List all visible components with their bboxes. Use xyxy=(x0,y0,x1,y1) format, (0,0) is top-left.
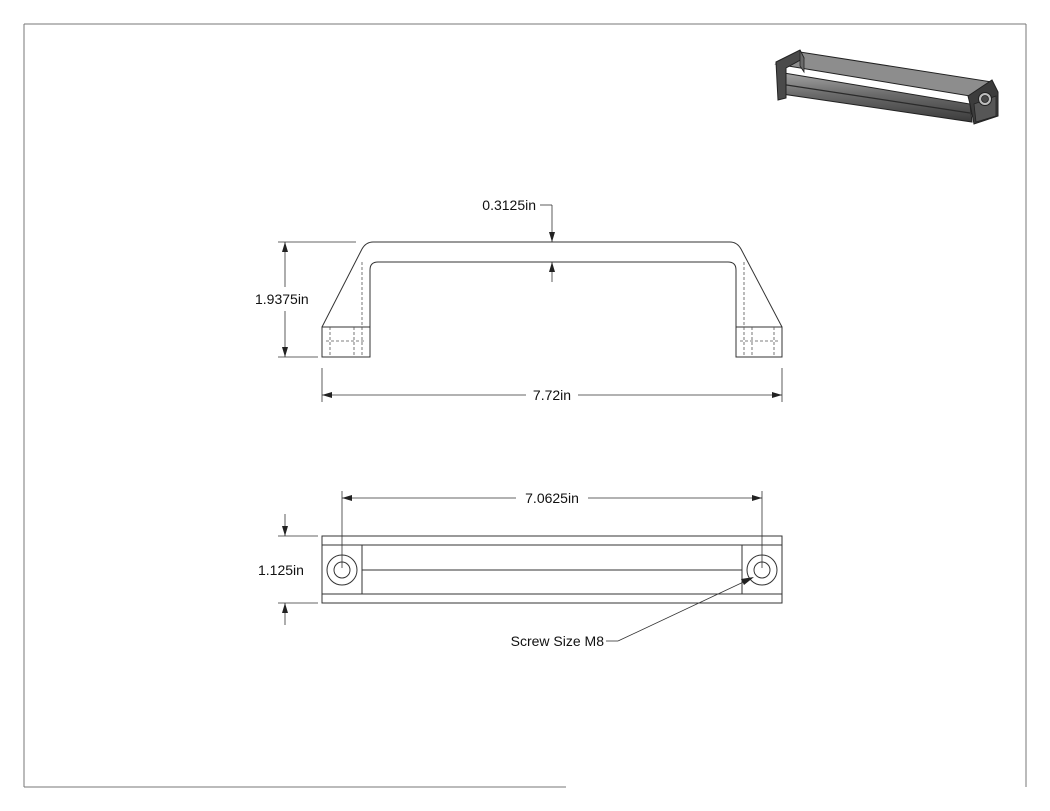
screw-size-note: Screw Size M8 xyxy=(511,633,605,649)
dim-height: 1.9375in xyxy=(255,241,356,358)
dim-width: 1.125in xyxy=(258,514,318,625)
front-hidden-lines xyxy=(326,262,778,357)
width-label: 1.125in xyxy=(258,562,304,578)
sheet-border xyxy=(23,23,1027,788)
dim-thickness: 0.3125in xyxy=(482,197,555,282)
front-view: 0.3125in 1.9375in 7.72in xyxy=(255,197,783,403)
hole-spacing-label: 7.0625in xyxy=(525,490,579,506)
dim-length: 7.72in xyxy=(321,368,783,403)
dim-hole-spacing: 7.0625in xyxy=(341,490,763,568)
screw-leader: Screw Size M8 xyxy=(511,577,754,649)
thickness-label: 0.3125in xyxy=(482,197,536,213)
length-label: 7.72in xyxy=(533,387,571,403)
front-right-foot xyxy=(735,326,783,358)
front-left-foot xyxy=(321,326,371,358)
height-label: 1.9375in xyxy=(255,291,309,307)
front-outer-profile xyxy=(321,241,783,358)
isometric-view xyxy=(774,49,999,125)
top-view: 7.0625in 1.125in Screw Size M8 xyxy=(258,490,783,649)
